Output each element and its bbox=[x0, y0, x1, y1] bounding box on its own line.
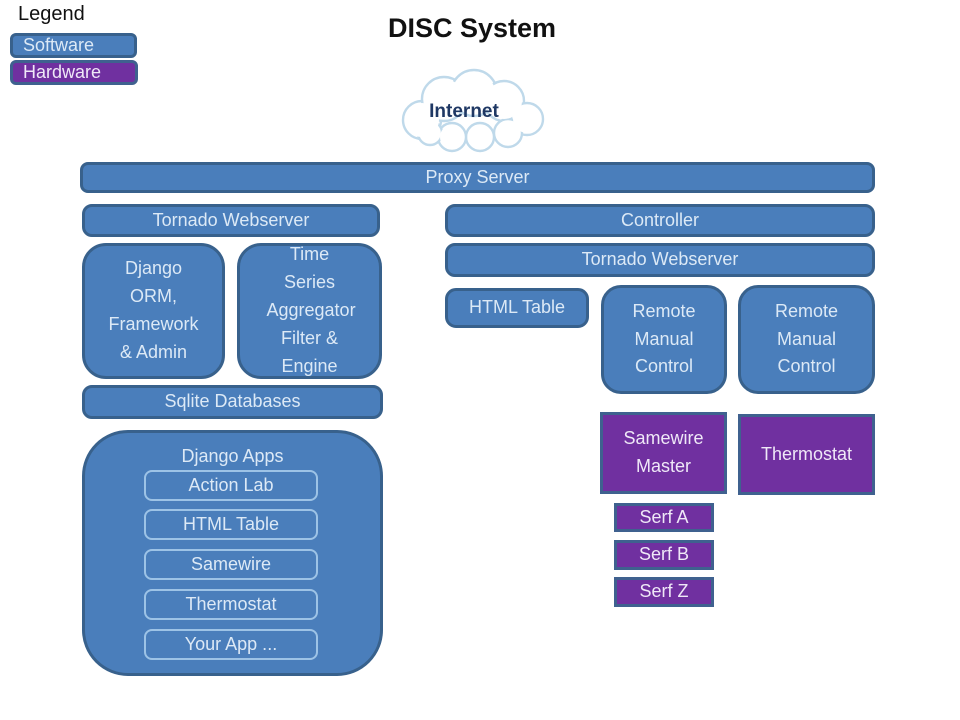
node-controller: Controller bbox=[445, 204, 875, 237]
node-tornado-webserver-right: Tornado Webserver bbox=[445, 243, 875, 277]
app-item-your-app: Your App ... bbox=[144, 629, 318, 660]
legend-software-chip: Software bbox=[10, 33, 137, 58]
node-remote-manual-control-1: Remote Manual Control bbox=[601, 285, 727, 394]
node-samewire-master: Samewire Master bbox=[600, 412, 727, 494]
node-time-series: Time Series Aggregator Filter & Engine bbox=[237, 243, 382, 379]
node-rmc1-label: Remote Manual Control bbox=[632, 300, 696, 377]
node-remote-manual-control-2: Remote Manual Control bbox=[738, 285, 875, 394]
legend-hardware-chip: Hardware bbox=[10, 60, 138, 85]
internet-cloud: Internet bbox=[386, 64, 554, 154]
legend-title: Legend bbox=[18, 3, 85, 25]
node-samewire-master-label: Samewire Master bbox=[623, 428, 704, 476]
django-apps-title: Django Apps bbox=[181, 446, 284, 466]
app-item-action-lab: Action Lab bbox=[144, 470, 318, 501]
app-item-thermostat: Thermostat bbox=[144, 589, 318, 620]
node-proxy-server: Proxy Server bbox=[80, 162, 875, 193]
node-html-table: HTML Table bbox=[445, 288, 589, 328]
app-item-html-table: HTML Table bbox=[144, 509, 318, 540]
app-item-samewire: Samewire bbox=[144, 549, 318, 580]
node-serf-z: Serf Z bbox=[614, 577, 714, 607]
node-django-apps-container: Django Apps Action Lab HTML Table Samewi… bbox=[82, 430, 383, 676]
node-serf-b: Serf B bbox=[614, 540, 714, 570]
node-django-orm-label: Django ORM, Framework & Admin bbox=[108, 258, 199, 362]
node-time-series-label: Time Series Aggregator Filter & Engine bbox=[266, 244, 356, 376]
page-title: DISC System bbox=[387, 13, 557, 43]
node-django-orm: Django ORM, Framework & Admin bbox=[82, 243, 225, 379]
node-serf-a: Serf A bbox=[614, 503, 714, 532]
node-tornado-webserver-left: Tornado Webserver bbox=[82, 204, 380, 237]
cloud-icon: Internet bbox=[401, 68, 545, 153]
node-sqlite-databases: Sqlite Databases bbox=[82, 385, 383, 419]
node-thermostat: Thermostat bbox=[738, 414, 875, 495]
internet-label: Internet bbox=[429, 101, 499, 122]
node-rmc2-label: Remote Manual Control bbox=[774, 300, 839, 377]
